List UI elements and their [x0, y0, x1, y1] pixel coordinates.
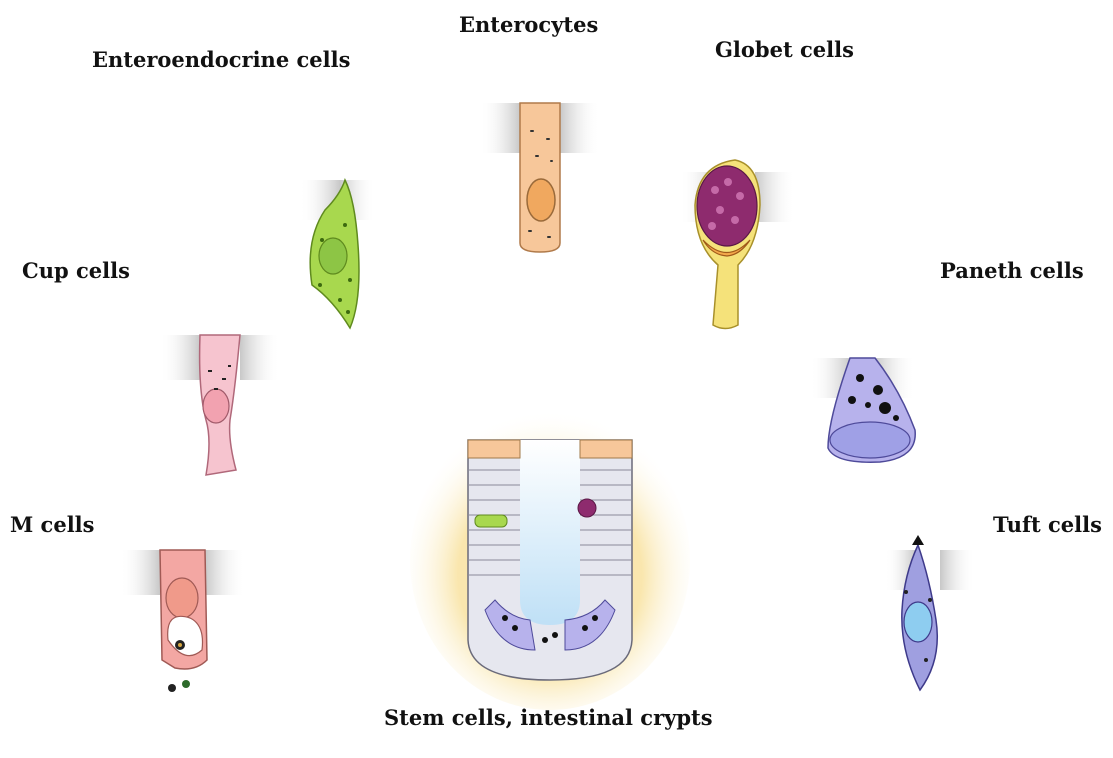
m-cell: [120, 550, 245, 692]
goblet-cell: [680, 160, 795, 329]
cup-cell: [160, 335, 280, 475]
tuft-cell: [885, 535, 975, 690]
paneth-cell: [810, 358, 915, 462]
enterocyte-cell: [480, 103, 600, 252]
enteroendocrine-cell: [300, 180, 375, 328]
intestinal-crypt: [410, 410, 690, 710]
